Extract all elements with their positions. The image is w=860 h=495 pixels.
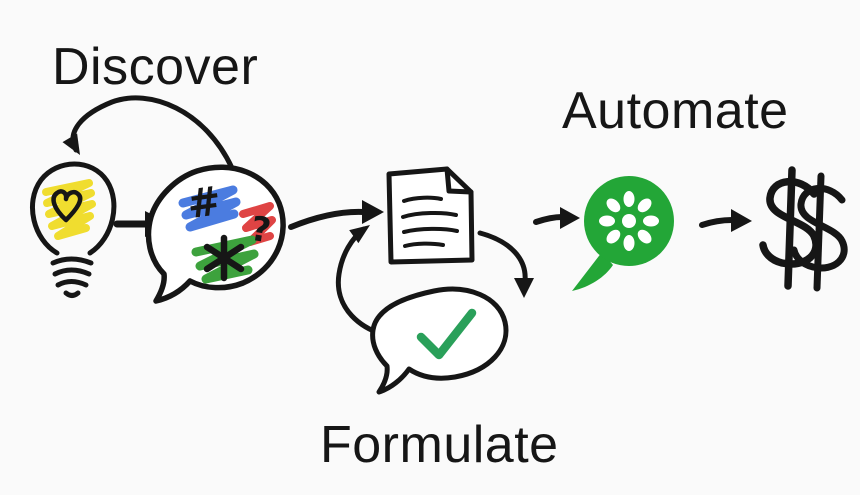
document-fold [444,166,474,195]
discover-loop-arrow [62,95,235,171]
label-formulate: Formulate [320,416,559,474]
check-bubble [370,286,509,395]
lightbulb-icon [30,161,117,298]
check-icon [416,308,477,360]
heart-icon [51,189,83,223]
dollar-sign-icon [759,166,848,292]
hash-icon: # [184,178,224,228]
arrow-document-to-cucumber [533,207,580,229]
arrow-cucumber-to-dollar [699,209,752,232]
arrow-bubble-to-document [288,200,384,230]
document-icon [386,166,475,265]
blue-scribble [178,185,241,232]
label-discover: Discover [52,38,258,96]
cucumber-logo-icon [572,176,674,291]
label-automate: Automate [562,82,789,140]
discussion-bubble: # ? [145,164,286,304]
asterisk-icon [203,234,245,282]
bulb-yellow-scribble [42,179,96,240]
